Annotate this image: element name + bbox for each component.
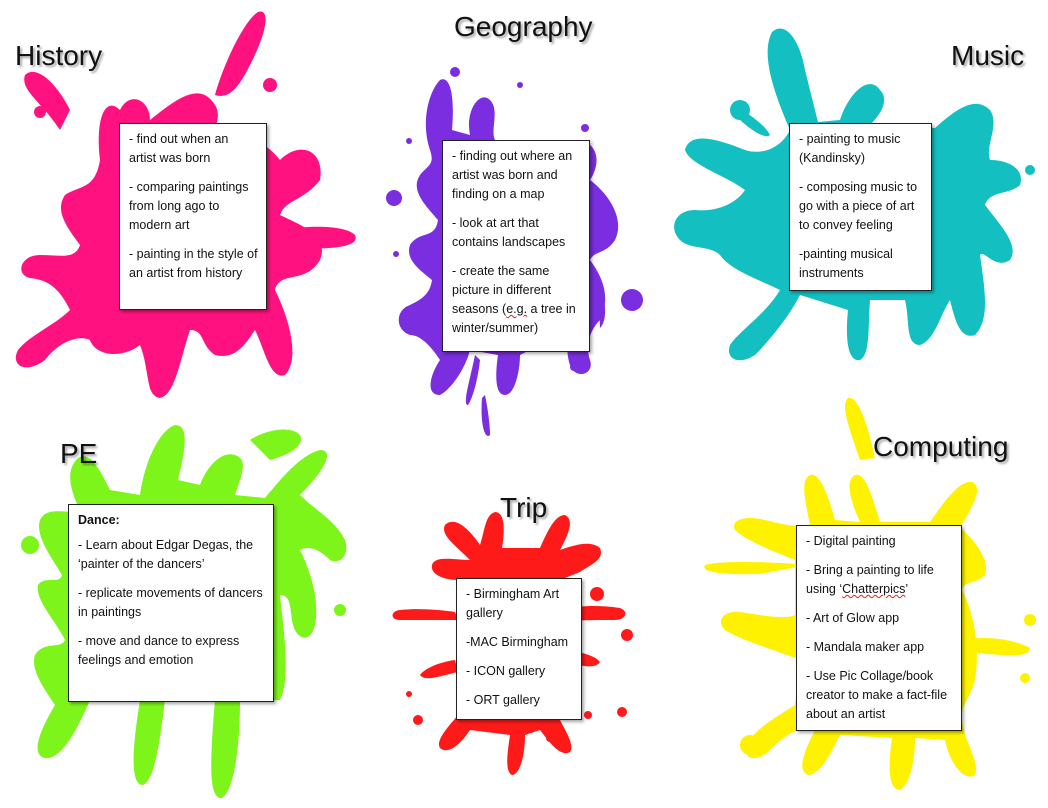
list-item: - Learn about Edgar Degas, the ‘painter … <box>78 538 254 571</box>
computing-heading: Computing <box>873 431 1009 462</box>
trip-card: - Birmingham Art gallery -MAC Birmingham… <box>456 578 582 720</box>
music-heading: Music <box>951 40 1025 71</box>
list-item: - ORT gallery <box>466 693 540 707</box>
list-item: - painting in the style of an artist fro… <box>129 247 258 280</box>
list-item: - move and dance to express feelings and… <box>78 634 240 667</box>
list-item: - find out when an artist was born <box>129 132 229 165</box>
list-item: -MAC Birmingham <box>466 635 569 649</box>
list-item: - Birmingham Art gallery <box>466 587 560 620</box>
spellcheck-flagged-word: Chatterpics <box>842 582 906 596</box>
list-item: -painting musical instruments <box>799 247 893 280</box>
geography-heading: Geography <box>454 11 593 42</box>
list-item: - painting to music (Kandinsky) <box>799 132 901 165</box>
pe-card: Dance: - Learn about Edgar Degas, the ‘p… <box>68 504 274 702</box>
pe-subtitle: Dance: <box>78 513 120 527</box>
trip-heading: Trip <box>500 492 548 523</box>
list-item: - composing music to go with a piece of … <box>799 180 918 232</box>
list-item: - create the same picture in different s… <box>452 264 576 335</box>
history-card: - find out when an artist was born - com… <box>119 123 267 310</box>
list-item: - look at art that contains landscapes <box>452 216 566 249</box>
list-item: - Digital painting <box>806 534 896 548</box>
list-item: - comparing paintings from long ago to m… <box>129 180 249 232</box>
music-card: - painting to music (Kandinsky) - compos… <box>789 123 932 291</box>
list-item: - replicate movements of dancers in pain… <box>78 586 263 619</box>
list-item: - finding out where an artist was born a… <box>452 149 573 201</box>
list-item: - Mandala maker app <box>806 640 925 654</box>
list-item: - ICON gallery <box>466 664 546 678</box>
list-item: - Use Pic Collage/book creator to make a… <box>806 669 948 721</box>
pe-heading: PE <box>60 438 98 469</box>
list-item: - Bring a painting to life using ‘Chatte… <box>806 563 934 596</box>
geography-card: - finding out where an artist was born a… <box>442 140 590 352</box>
history-heading: History <box>15 40 103 71</box>
computing-card: - Digital painting - Bring a painting to… <box>796 525 962 731</box>
list-item: - Art of Glow app <box>806 611 900 625</box>
spellcheck-flagged-word: e.g. <box>506 302 528 316</box>
